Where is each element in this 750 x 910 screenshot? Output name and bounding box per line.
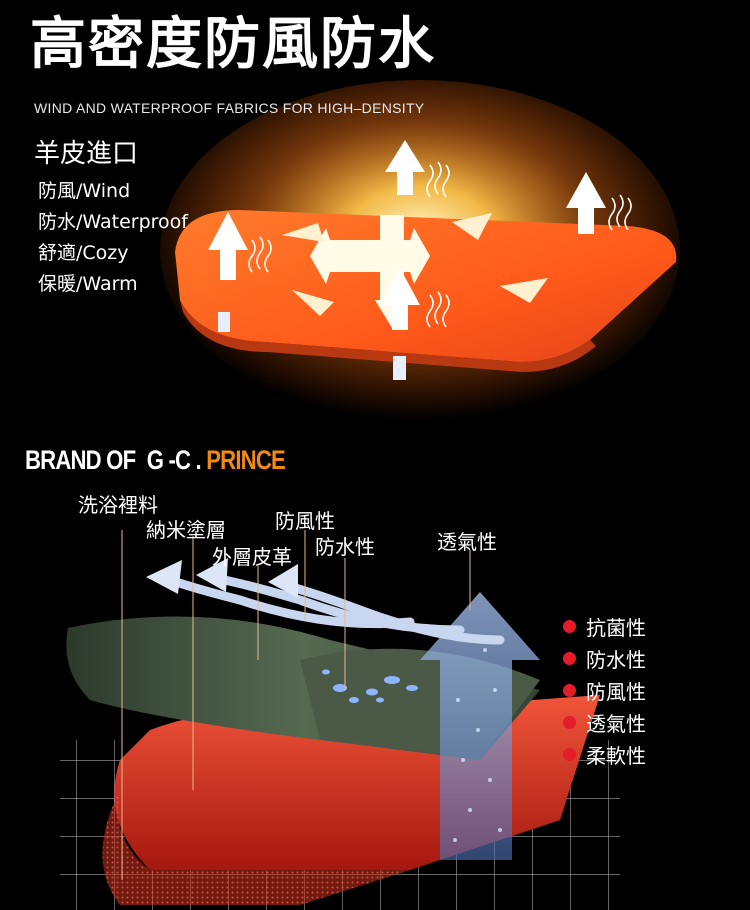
heat-wave-icon <box>248 161 632 328</box>
page-title: 高密度防風防水 <box>30 12 436 77</box>
pad-peg <box>218 312 230 332</box>
property-label: 抗菌性 <box>586 615 646 640</box>
water-droplets-icon <box>322 669 418 703</box>
heat-up-arrow-icon <box>208 140 606 330</box>
property-label: 防風性 <box>586 679 646 704</box>
property-item: 柔軟性 <box>563 739 646 769</box>
bullet-dot-icon <box>563 747 576 761</box>
brand-prefix: BRAND OF <box>25 445 136 475</box>
bullet-dot-icon <box>563 683 576 697</box>
brand-name: PRINCE <box>206 445 286 475</box>
triangle-markers-icon <box>282 213 548 316</box>
origin-label: 羊皮進口 <box>34 139 139 169</box>
property-label: 柔軟性 <box>586 743 646 768</box>
fabric-layers-diagram <box>60 530 620 910</box>
wind-arrows-icon <box>165 573 505 645</box>
property-item: 防風性 <box>563 675 646 705</box>
feature-cozy: 舒適/Cozy <box>38 242 129 264</box>
feature-wind: 防風/Wind <box>38 180 131 202</box>
bullet-dot-icon <box>563 715 576 729</box>
vapor-bubbles-icon <box>453 648 502 842</box>
label-outer-leather: 外層皮革 <box>212 545 292 569</box>
label-waterproof: 防水性 <box>315 535 375 559</box>
label-windproof: 防風性 <box>275 509 335 533</box>
feature-warm: 保暖/Warm <box>38 273 138 295</box>
brand-initials: G -C . <box>146 445 202 475</box>
page-subtitle: WIND AND WATERPROOF FABRICS FOR HIGH–DEN… <box>34 100 425 116</box>
feature-waterproof: 防水/Waterproof <box>38 211 188 233</box>
vapor-up-arrow-icon <box>420 592 540 860</box>
bullet-dot-icon <box>563 651 576 665</box>
wind-arrowhead-icon <box>146 558 298 598</box>
leader-lines <box>121 530 471 880</box>
property-item: 防水性 <box>563 643 646 673</box>
bullet-dot-icon <box>563 619 576 633</box>
property-label: 透氣性 <box>586 711 646 736</box>
label-nano-coating: 納米塗層 <box>146 518 226 542</box>
heated-fabric-pad <box>160 80 680 420</box>
brand-label: BRAND OF G -C . PRINCE <box>25 445 286 476</box>
pad-peg <box>393 356 406 380</box>
label-breathable: 透氣性 <box>437 530 497 554</box>
property-label: 防水性 <box>586 647 646 672</box>
label-wash-lining: 洗浴裡料 <box>78 493 158 517</box>
property-item: 抗菌性 <box>563 611 646 641</box>
property-item: 透氣性 <box>563 707 646 737</box>
